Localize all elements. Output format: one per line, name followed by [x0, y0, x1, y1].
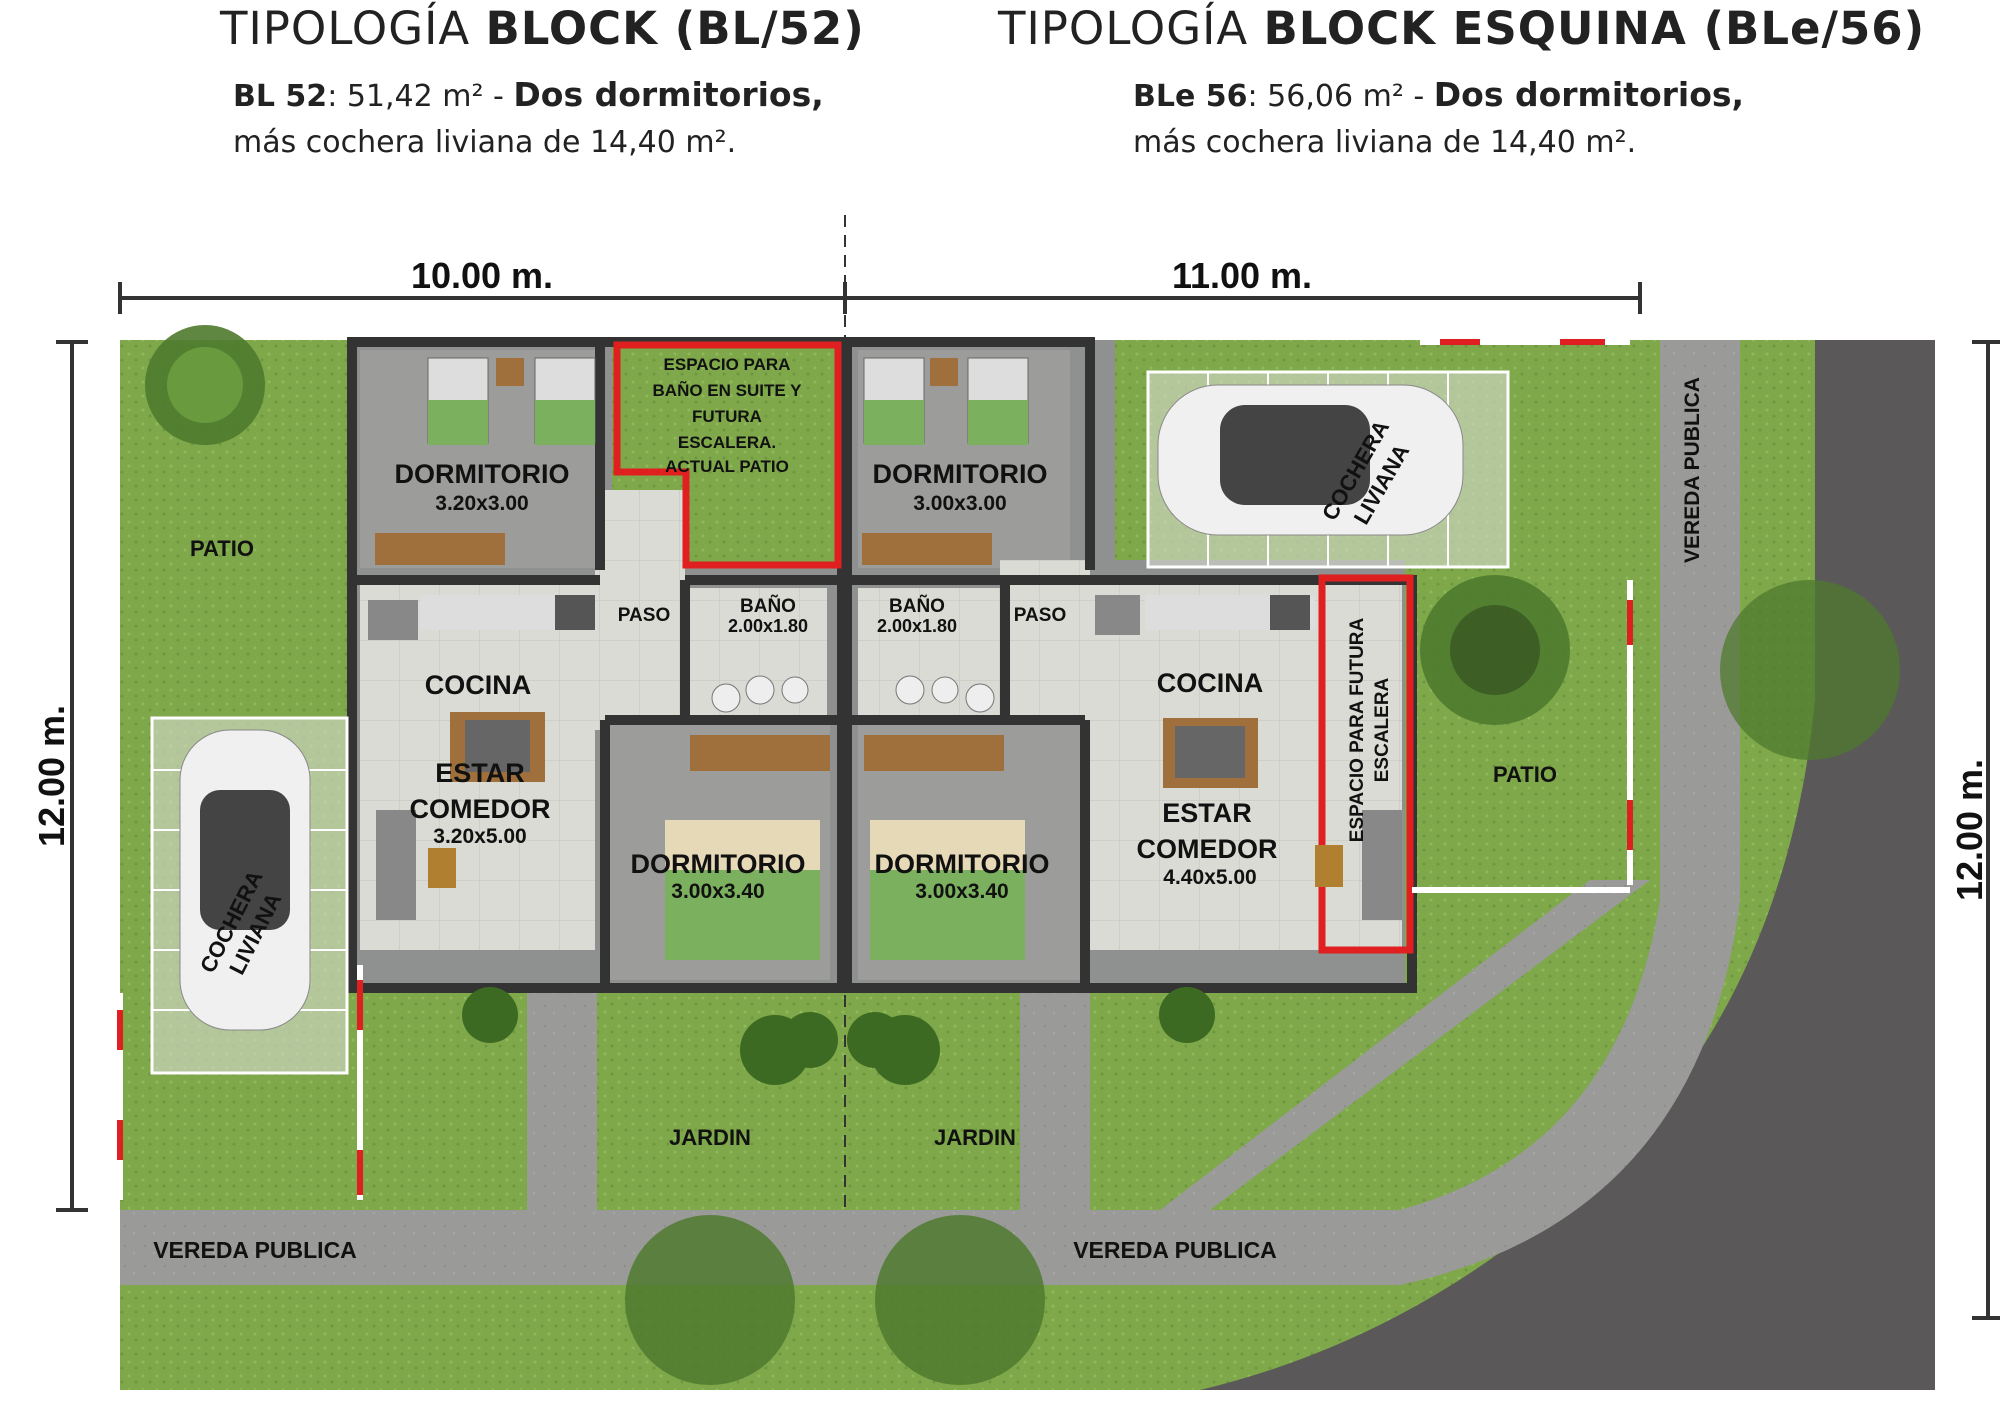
left-garage-note: más cochera liviana de 14,40 m².	[233, 125, 737, 160]
side-sidewalk-label: VEREDA PUBLICA	[1681, 377, 1704, 563]
suite-space-line-3: FUTURA	[692, 407, 762, 426]
furniture	[368, 357, 1402, 960]
right-bath-name: BAÑO	[889, 595, 945, 617]
left-bath-name: BAÑO	[740, 595, 796, 617]
left-walkway	[527, 990, 597, 1210]
right-title-bold: BLOCK ESQUINA (BLe/56)	[1263, 2, 1926, 55]
right-patio-label: PATIO	[1493, 762, 1557, 787]
left-type-title: TIPOLOGÍA BLOCK (BL/52)	[220, 2, 865, 55]
right-code: BLe 56	[1133, 79, 1248, 114]
right-type-title: TIPOLOGÍA BLOCK ESQUINA (BLe/56)	[998, 2, 1925, 55]
left-living-line-1: ESTAR	[435, 758, 525, 788]
right-bed1-name: DORMITORIO	[873, 459, 1048, 489]
left-type-description: BL 52: 51,42 m² - Dos dormitorios, más c…	[233, 72, 824, 166]
right-type-description: BLe 56: 56,06 m² - Dos dormitorios, más …	[1133, 72, 1744, 166]
left-width-label: 10.00 m.	[411, 255, 553, 296]
side-sidewalk	[1660, 340, 1740, 900]
walls	[347, 337, 1417, 993]
left-carport	[150, 716, 349, 1075]
left-hall-floor	[595, 490, 685, 730]
right-living-line-1: ESTAR	[1162, 798, 1252, 828]
right-bed2-name: DORMITORIO	[875, 849, 1050, 879]
left-code: BL 52	[233, 79, 328, 114]
suite-space-line-4: ESCALERA.	[678, 433, 776, 452]
left-title-prefix: TIPOLOGÍA	[220, 2, 471, 55]
left-paso-label: PASO	[618, 605, 670, 626]
right-bed1-size: 3.00x3.00	[913, 492, 1006, 515]
left-bath-size: 2.00x1.80	[728, 616, 808, 636]
bottom-left-sidewalk-label: VEREDA PUBLICA	[153, 1237, 357, 1263]
dimension-lines	[56, 215, 2000, 1320]
left-bed1-name: DORMITORIO	[395, 459, 570, 489]
right-living-line-2: COMEDOR	[1137, 834, 1278, 864]
left-bath-floor	[685, 588, 827, 728]
right-walkway	[1020, 990, 1090, 1210]
suite-space-line-5: ACTUAL PATIO	[665, 457, 789, 476]
diagonal-path	[1160, 880, 1650, 1210]
left-living-line-2: COMEDOR	[410, 794, 551, 824]
left-depth-label: 12.00 m.	[31, 705, 72, 847]
stair-space-outline	[1318, 574, 1414, 954]
corner-sidewalk	[1400, 340, 1740, 1285]
left-bed1-size: 3.20x3.00	[435, 492, 528, 515]
road	[1200, 340, 1935, 1390]
left-garden-label: JARDIN	[669, 1125, 751, 1150]
stair-space-line-1: ESPACIO PARA FUTURA	[1347, 617, 1368, 842]
left-area: : 51,42 m² -	[327, 79, 514, 114]
right-bed2-size: 3.00x3.40	[915, 880, 1008, 903]
right-title-prefix: TIPOLOGÍA	[998, 2, 1249, 55]
right-area: : 56,06 m² -	[1247, 79, 1434, 114]
right-width-label: 11.00 m.	[1172, 255, 1312, 296]
right-carport	[1146, 370, 1510, 569]
right-hall-floor	[1000, 560, 1090, 730]
left-patio-label: PATIO	[190, 536, 254, 561]
stair-space-line-2: ESCALERA	[1372, 677, 1393, 782]
right-bath-size: 2.00x1.80	[877, 616, 957, 636]
fences	[117, 339, 1633, 1200]
right-kitchen-label: COCINA	[1157, 668, 1264, 698]
left-bedrooms: Dos dormitorios,	[513, 75, 824, 114]
bottom-right-sidewalk-label: VEREDA PUBLICA	[1073, 1237, 1277, 1263]
right-depth-label: 12.00 m.	[1949, 759, 1990, 901]
trees	[145, 325, 1900, 1385]
suite-space-line-2: BAÑO EN SUITE Y	[653, 380, 803, 400]
right-garage-note: más cochera liviana de 14,40 m².	[1133, 125, 1637, 160]
right-bedrooms: Dos dormitorios,	[1433, 75, 1745, 114]
suite-space-outline	[613, 341, 842, 569]
left-bed2-size: 3.00x3.40	[671, 880, 764, 903]
left-bed2-name: DORMITORIO	[631, 849, 806, 879]
right-paso-label: PASO	[1014, 605, 1066, 626]
right-living-size: 4.40x5.00	[1163, 866, 1256, 889]
suite-space-line-1: ESPACIO PARA	[664, 355, 791, 374]
left-kitchen-label: COCINA	[425, 670, 532, 700]
left-title-bold: BLOCK (BL/52)	[485, 2, 865, 55]
left-living-size: 3.20x5.00	[433, 825, 526, 848]
right-garden-label: JARDIN	[934, 1125, 1016, 1150]
